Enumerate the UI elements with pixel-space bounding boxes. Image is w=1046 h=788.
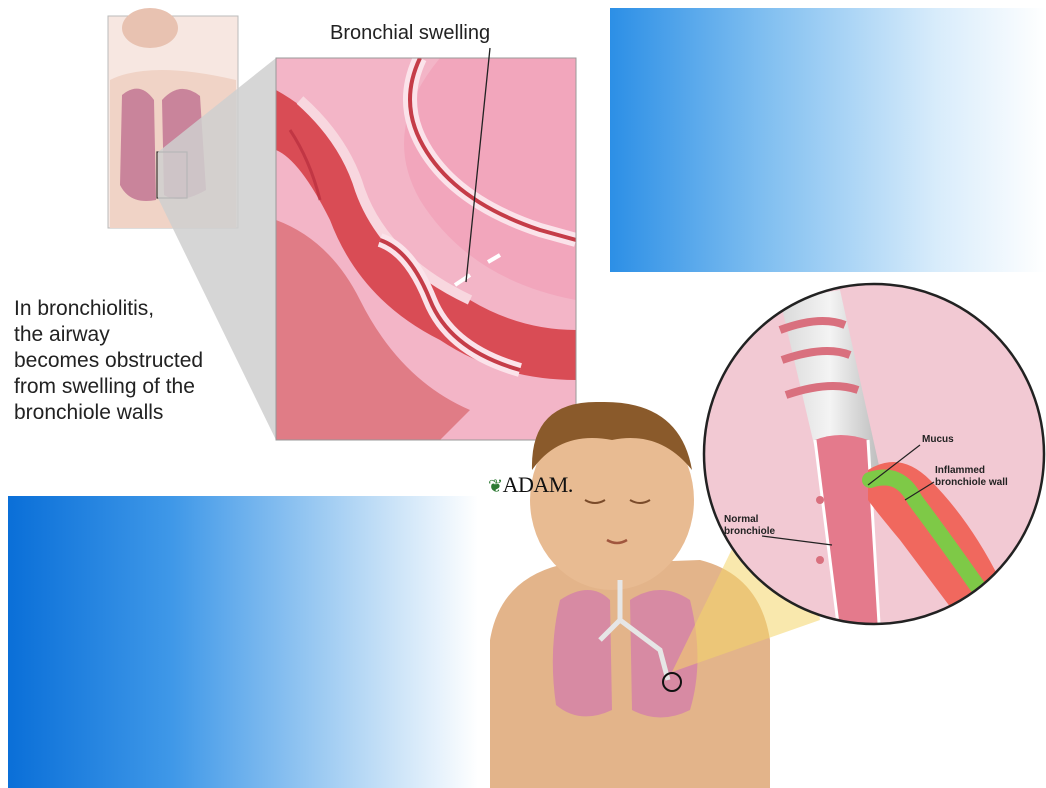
normal-label-line1: Normal	[724, 514, 759, 525]
leaf-icon: ❦	[488, 476, 503, 496]
adam-logo: ❦ADAM.	[488, 472, 573, 498]
adam-logo-text: ADAM.	[503, 472, 573, 497]
bronchial-swelling-label: Bronchial swelling	[330, 22, 490, 45]
caption-line-2: the airway	[14, 322, 264, 348]
caption-line-5: bronchiole walls	[14, 400, 264, 426]
inflamed-label-line1: Inflammed	[935, 465, 985, 476]
caption-text: In bronchiolitis, the airway becomes obs…	[14, 296, 264, 426]
mucus-label: Mucus	[922, 434, 954, 445]
normal-label-line2: bronchiole	[724, 526, 776, 537]
caption-line-4: from swelling of the	[14, 374, 264, 400]
inflamed-label-line2: bronchiole wall	[935, 477, 1008, 488]
caption-line-3: becomes obstructed	[14, 348, 264, 374]
caption-line-1: In bronchiolitis,	[14, 296, 264, 322]
zoomed-bronchial-tissue	[276, 58, 576, 440]
